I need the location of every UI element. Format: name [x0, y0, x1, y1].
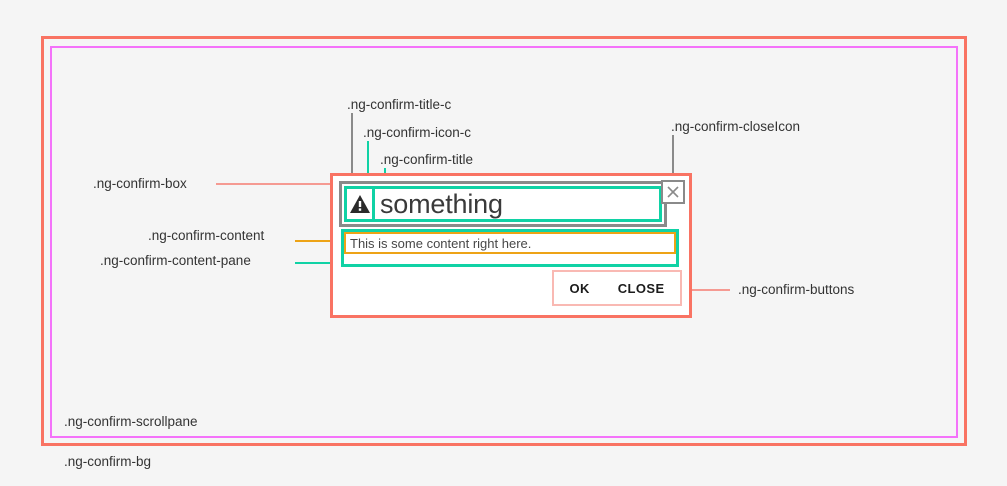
ok-button[interactable]: OK: [565, 279, 593, 298]
annotation-label-title: .ng-confirm-title: [380, 152, 474, 167]
annotation-label-bg: .ng-confirm-bg: [64, 454, 152, 469]
ng-confirm-buttons: OK CLOSE: [552, 270, 682, 306]
annotation-label-title-c: .ng-confirm-title-c: [347, 97, 452, 112]
annotation-label-scrollpane: .ng-confirm-scrollpane: [64, 414, 198, 429]
leader-line-title-c: [351, 113, 353, 183]
ng-confirm-icon-c: [344, 186, 376, 222]
annotation-label-close-icon: .ng-confirm-closeIcon: [671, 119, 801, 134]
ng-confirm-scrollpane-outline: [50, 46, 958, 438]
annotation-label-content-pane: .ng-confirm-content-pane: [100, 253, 251, 268]
leader-line-content-pane: [295, 262, 343, 264]
leader-line-content: [295, 240, 345, 242]
leader-line-close-icon: [672, 135, 674, 182]
annotation-label-box: .ng-confirm-box: [93, 176, 187, 191]
dialog-title-text: something: [380, 188, 503, 219]
ng-confirm-bg-outline: [41, 36, 967, 446]
leader-line-box: [216, 183, 332, 185]
close-button[interactable]: CLOSE: [614, 279, 669, 298]
leader-line-icon-c: [367, 141, 369, 188]
annotation-label-content: .ng-confirm-content: [148, 228, 265, 243]
ng-confirm-title: something: [372, 186, 662, 222]
dialog-content-text: This is some content right here.: [350, 235, 532, 251]
ng-confirm-content: This is some content right here.: [344, 232, 676, 254]
leader-line-buttons: [690, 289, 730, 291]
warning-triangle-icon: [349, 194, 371, 214]
close-x-icon: [666, 185, 680, 199]
annotation-label-icon-c: .ng-confirm-icon-c: [363, 125, 472, 140]
ng-confirm-closeIcon[interactable]: [661, 180, 685, 204]
annotation-label-buttons: .ng-confirm-buttons: [738, 282, 855, 297]
